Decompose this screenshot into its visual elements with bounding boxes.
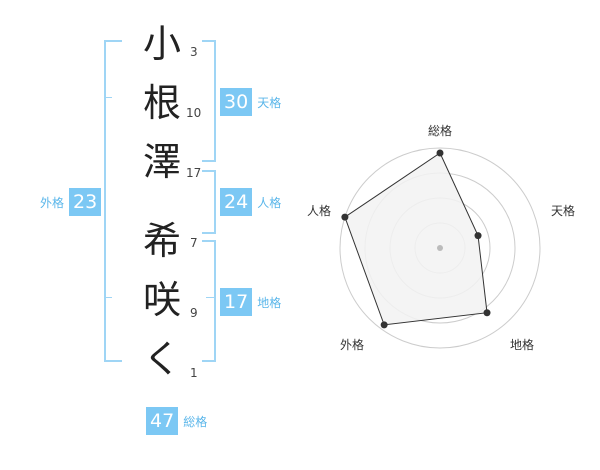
soukaku-value: 47	[146, 407, 179, 435]
stroke-count-1: 3	[190, 45, 198, 59]
chikaku-label: 地格	[257, 295, 282, 310]
radar-point-2	[474, 232, 482, 240]
radar-label-tenkaku: 天格	[551, 204, 576, 218]
gaikaku-bracket	[104, 40, 122, 362]
gaikaku-bracket-bottom-tick	[104, 297, 112, 298]
stroke-count-2: 10	[186, 106, 202, 120]
radar-polygon	[344, 152, 488, 326]
soukaku-label: 総格	[183, 414, 208, 429]
kanji-4: 希	[143, 219, 182, 263]
stroke-count-6: 1	[190, 366, 198, 380]
kanji-3: 澤	[143, 140, 182, 184]
tenkaku-badge: 30 天格	[220, 88, 281, 116]
tenkaku-bracket	[202, 40, 216, 162]
radar-label-chikaku: 地格	[510, 338, 535, 352]
tenkaku-label: 天格	[257, 95, 282, 110]
stroke-count-3: 17	[186, 166, 202, 180]
jinkaku-bracket	[202, 170, 216, 234]
chikaku-value: 17	[220, 288, 253, 316]
tenkaku-value: 30	[220, 88, 253, 116]
radar-label-jinkaku: 人格	[307, 204, 332, 218]
gaikaku-badge: 外格 23	[40, 188, 102, 216]
gaikaku-value: 23	[69, 188, 102, 216]
radar-point-1	[436, 149, 444, 157]
jinkaku-label: 人格	[257, 195, 282, 210]
chikaku-badge: 17 地格	[220, 288, 281, 316]
soukaku-badge: 47 総格	[146, 407, 207, 435]
chikaku-bracket	[202, 240, 216, 362]
jinkaku-badge: 24 人格	[220, 188, 281, 216]
gaikaku-bracket-top-tick	[104, 97, 112, 98]
radar-point-3	[483, 309, 491, 317]
radar-label-soukaku: 総格	[428, 124, 453, 138]
radar-point-4	[380, 321, 388, 329]
radar-label-gaikaku: 外格	[340, 338, 365, 352]
radar-chart	[339, 147, 541, 349]
radar-point-5	[341, 213, 349, 221]
radar-center-dot	[437, 245, 443, 251]
kanji-6: く	[143, 337, 182, 381]
stroke-count-4: 7	[190, 236, 198, 250]
kanji-2: 根	[143, 81, 182, 125]
jinkaku-value: 24	[220, 188, 253, 216]
radar-ring-4	[339, 147, 541, 349]
kanji-5: 咲	[143, 278, 182, 322]
chikaku-bracket-tick	[206, 297, 214, 298]
stroke-count-5: 9	[190, 306, 198, 320]
gaikaku-label: 外格	[40, 195, 65, 210]
kanji-1: 小	[143, 22, 182, 66]
